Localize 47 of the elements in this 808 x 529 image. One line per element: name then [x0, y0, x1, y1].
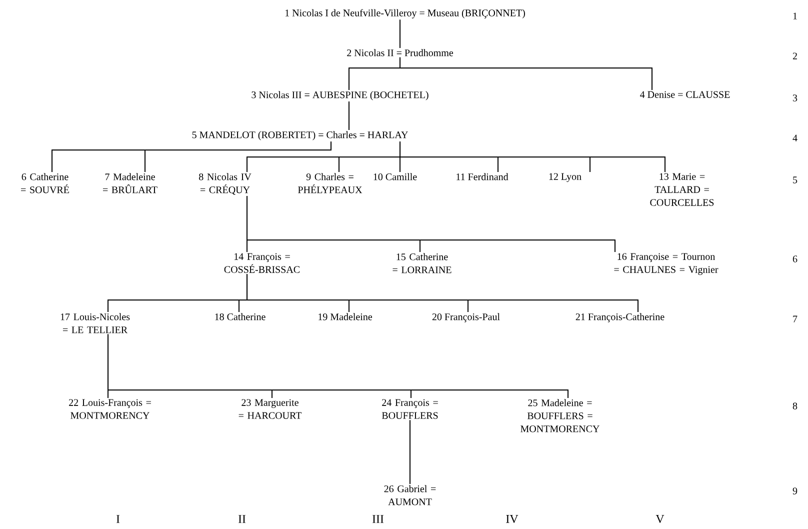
person-name: 14 François = COSSÉ-BRISSAC [224, 253, 300, 273]
person-name: 16 Françoise = Tournon = CHAULNES = Vignier [614, 253, 718, 275]
column-numeral: I [116, 515, 120, 523]
generation-number: 3 [793, 94, 798, 102]
person-name: 17 Louis-Nicoles = LE TELLIER [60, 313, 130, 334]
person-name: 26 Gabriel = AUMONT [384, 485, 436, 506]
generation-number: 1 [793, 12, 797, 20]
column-numeral: IV [506, 514, 518, 524]
person-name: 1 Nicolas I de Neufville-Villeroy = Museau (BRIÇONNET) [285, 9, 525, 18]
lineage-line [108, 334, 568, 398]
lineage-line [246, 195, 616, 252]
generation-number: 4 [792, 134, 798, 142]
person-name: 12 Lyon [549, 173, 582, 182]
column-numeral: II [238, 515, 246, 523]
person-name: 22 Louis-François = MONTMORENCY [69, 399, 151, 419]
generation-number: 8 [792, 402, 798, 410]
person-name: 24 François = BOUFFLERS [382, 399, 438, 419]
person-name: 21 François-Catherine [576, 313, 664, 322]
lineage-line [400, 56, 652, 90]
person-name: 19 Madeleine [318, 313, 372, 320]
person-name: 15 Catherine = LORRAINE [392, 253, 452, 274]
person-name: 23 Marguerite = HARCOURT [238, 399, 302, 419]
person-name: 18 Catherine [215, 313, 266, 320]
generation-number: 5 [793, 176, 798, 184]
generation-number: 6 [792, 256, 798, 262]
person-name: 25 Madeleine = BOUFFLERS = MONTMORENCY [520, 399, 600, 432]
person-name: 7 Madeleine = BRÛLART [103, 173, 158, 194]
person-name: 6 Catherine = SOUVRÉ [21, 173, 69, 194]
generation-number: 2 [792, 52, 797, 60]
person-name: 4 Denise = CLAUSSE [640, 91, 730, 98]
generation-number: 7 [793, 316, 798, 322]
lineage-line [348, 100, 350, 130]
person-name: 8 Nicolas IV = CRÉQUY [199, 173, 252, 195]
lineage-line [144, 140, 332, 172]
person-name: 11 Ferdinand [456, 173, 508, 180]
person-name: 3 Nicolas III = AUBESPINE (BOCHETEL) [252, 91, 428, 100]
person-name: 13 Marie = TALLARD = COURCELLES [650, 173, 714, 206]
person-name: 10 Camille [374, 173, 417, 180]
generation-number: 9 [792, 488, 798, 494]
lineage-line [400, 140, 666, 172]
lineage-line [246, 274, 638, 312]
person-name: 20 François-Paul [432, 313, 500, 322]
person-name: 9 Charles = PHÉLYPEAUX [298, 173, 362, 194]
column-numeral: III [372, 515, 384, 523]
column-numeral: V [656, 514, 664, 524]
person-name: 5 MANDELOT (ROBERTET) = Charles = HARLAY [192, 131, 408, 140]
person-name: 2 Nicolas II = Prudhomme [347, 49, 454, 56]
